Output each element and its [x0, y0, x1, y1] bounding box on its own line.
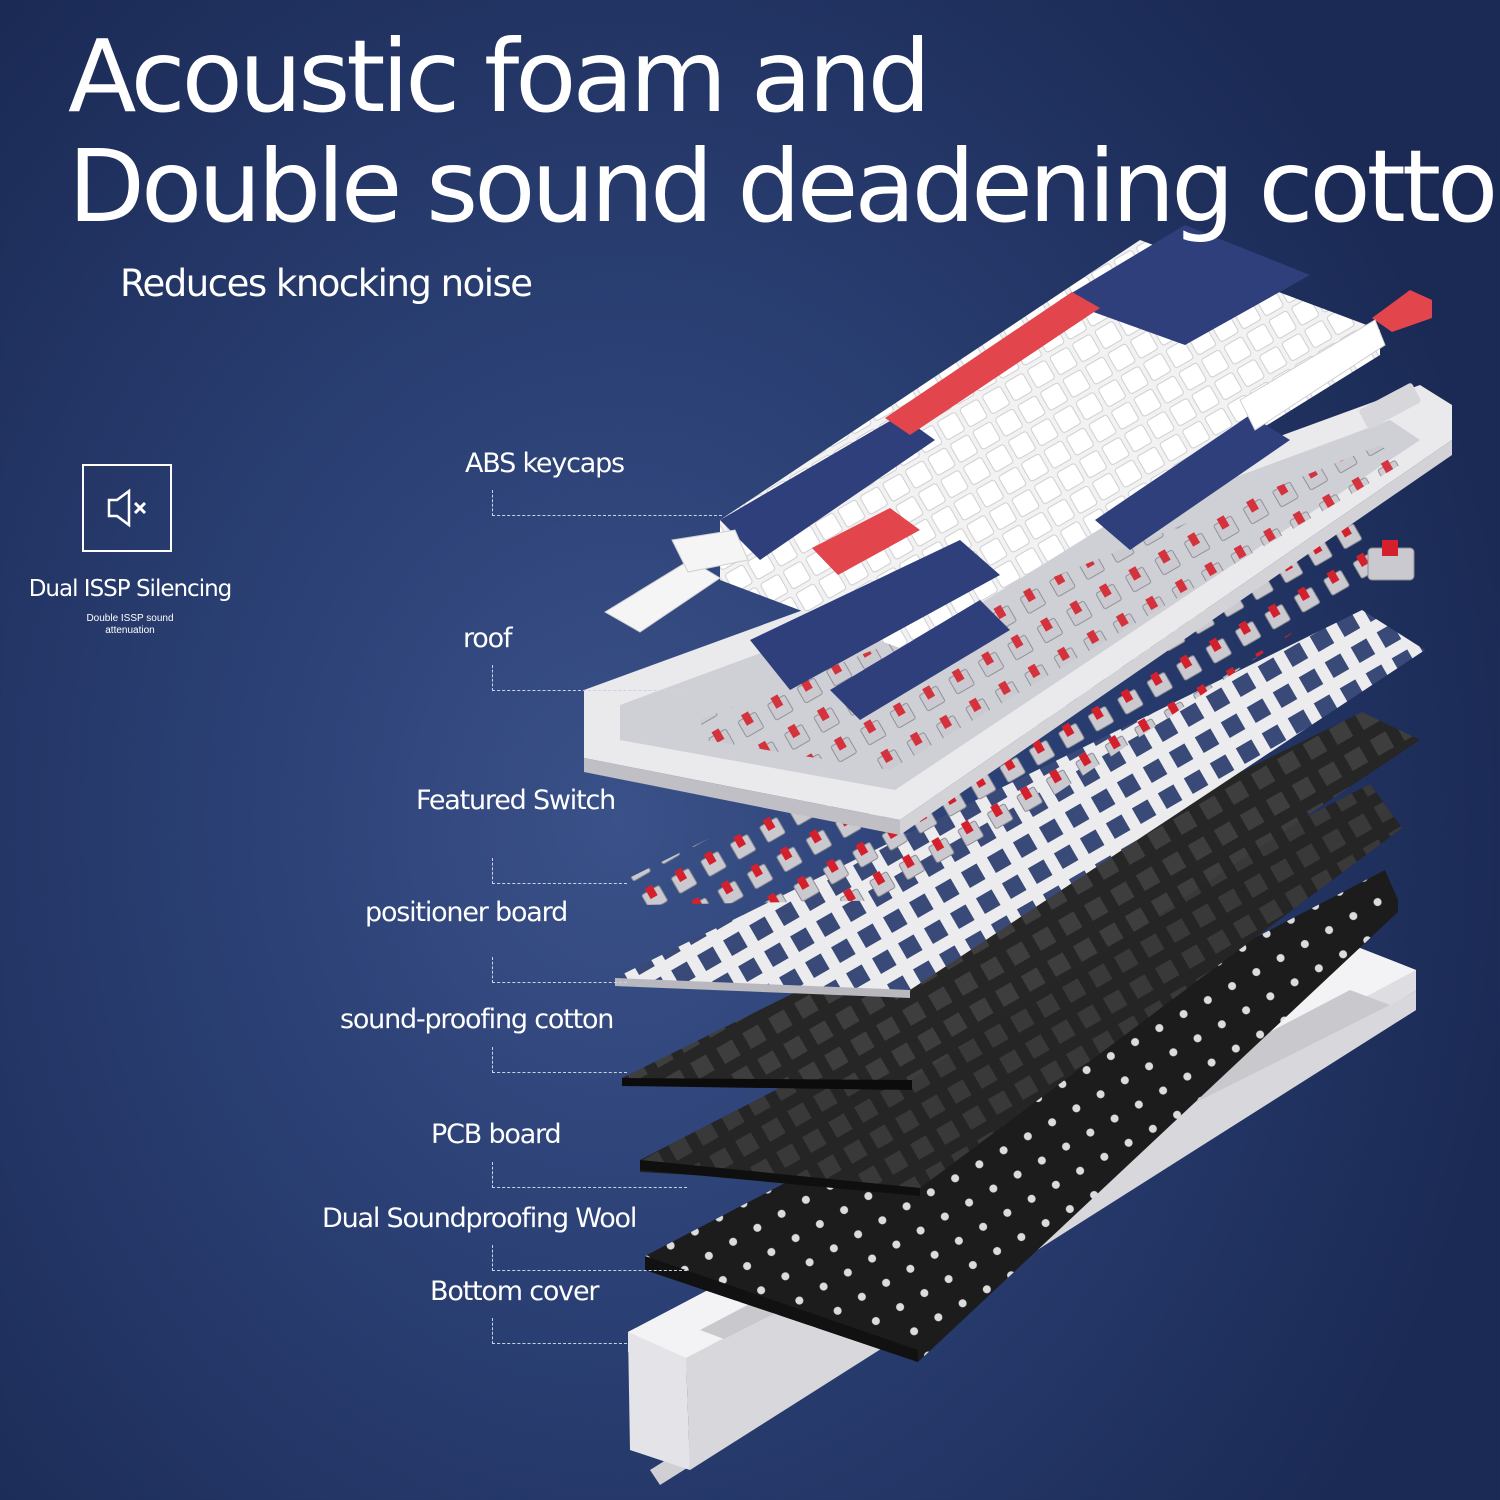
speaker-mute-icon — [107, 488, 147, 528]
leader-line-bottom-cover — [492, 1318, 627, 1344]
leader-line-abs-keycaps — [492, 490, 722, 516]
keycaps-layer — [604, 225, 1432, 720]
leader-line-pcb-board — [492, 1162, 687, 1188]
leader-line-dual-soundproofing-wool — [492, 1245, 687, 1271]
layer-label-roof: roof — [463, 623, 512, 654]
layer-label-bottom-cover: Bottom cover — [430, 1276, 599, 1307]
feature-title: Dual ISSP Silencing — [28, 576, 233, 602]
subheadline: Reduces knocking noise — [120, 262, 533, 305]
layer-label-pcb-board: PCB board — [431, 1119, 562, 1150]
feature-icon-box — [82, 464, 172, 552]
headline: Acoustic foam and Double sound deadening… — [68, 22, 1500, 242]
headline-line-2: Double sound deadening cotton — [68, 128, 1500, 245]
leader-line-positioner-board — [492, 957, 627, 983]
leader-line-featured-switch — [492, 858, 627, 884]
layer-label-abs-keycaps: ABS keycaps — [465, 448, 625, 479]
feature-description: Double ISSP sound attenuation — [86, 613, 174, 636]
soundproofing-wool-layer — [645, 870, 1398, 1362]
leader-line-soundproofing-cotton — [492, 1047, 627, 1073]
layer-label-soundproofing-cotton: sound-proofing cotton — [340, 1004, 614, 1035]
layer-label-positioner-board: positioner board — [365, 897, 568, 928]
leader-line-roof — [492, 665, 687, 691]
layer-label-featured-switch: Featured Switch — [416, 785, 616, 816]
headline-line-1: Acoustic foam and — [68, 18, 931, 135]
layer-label-dual-soundproofing-wool: Dual Soundproofing Wool — [322, 1203, 637, 1234]
